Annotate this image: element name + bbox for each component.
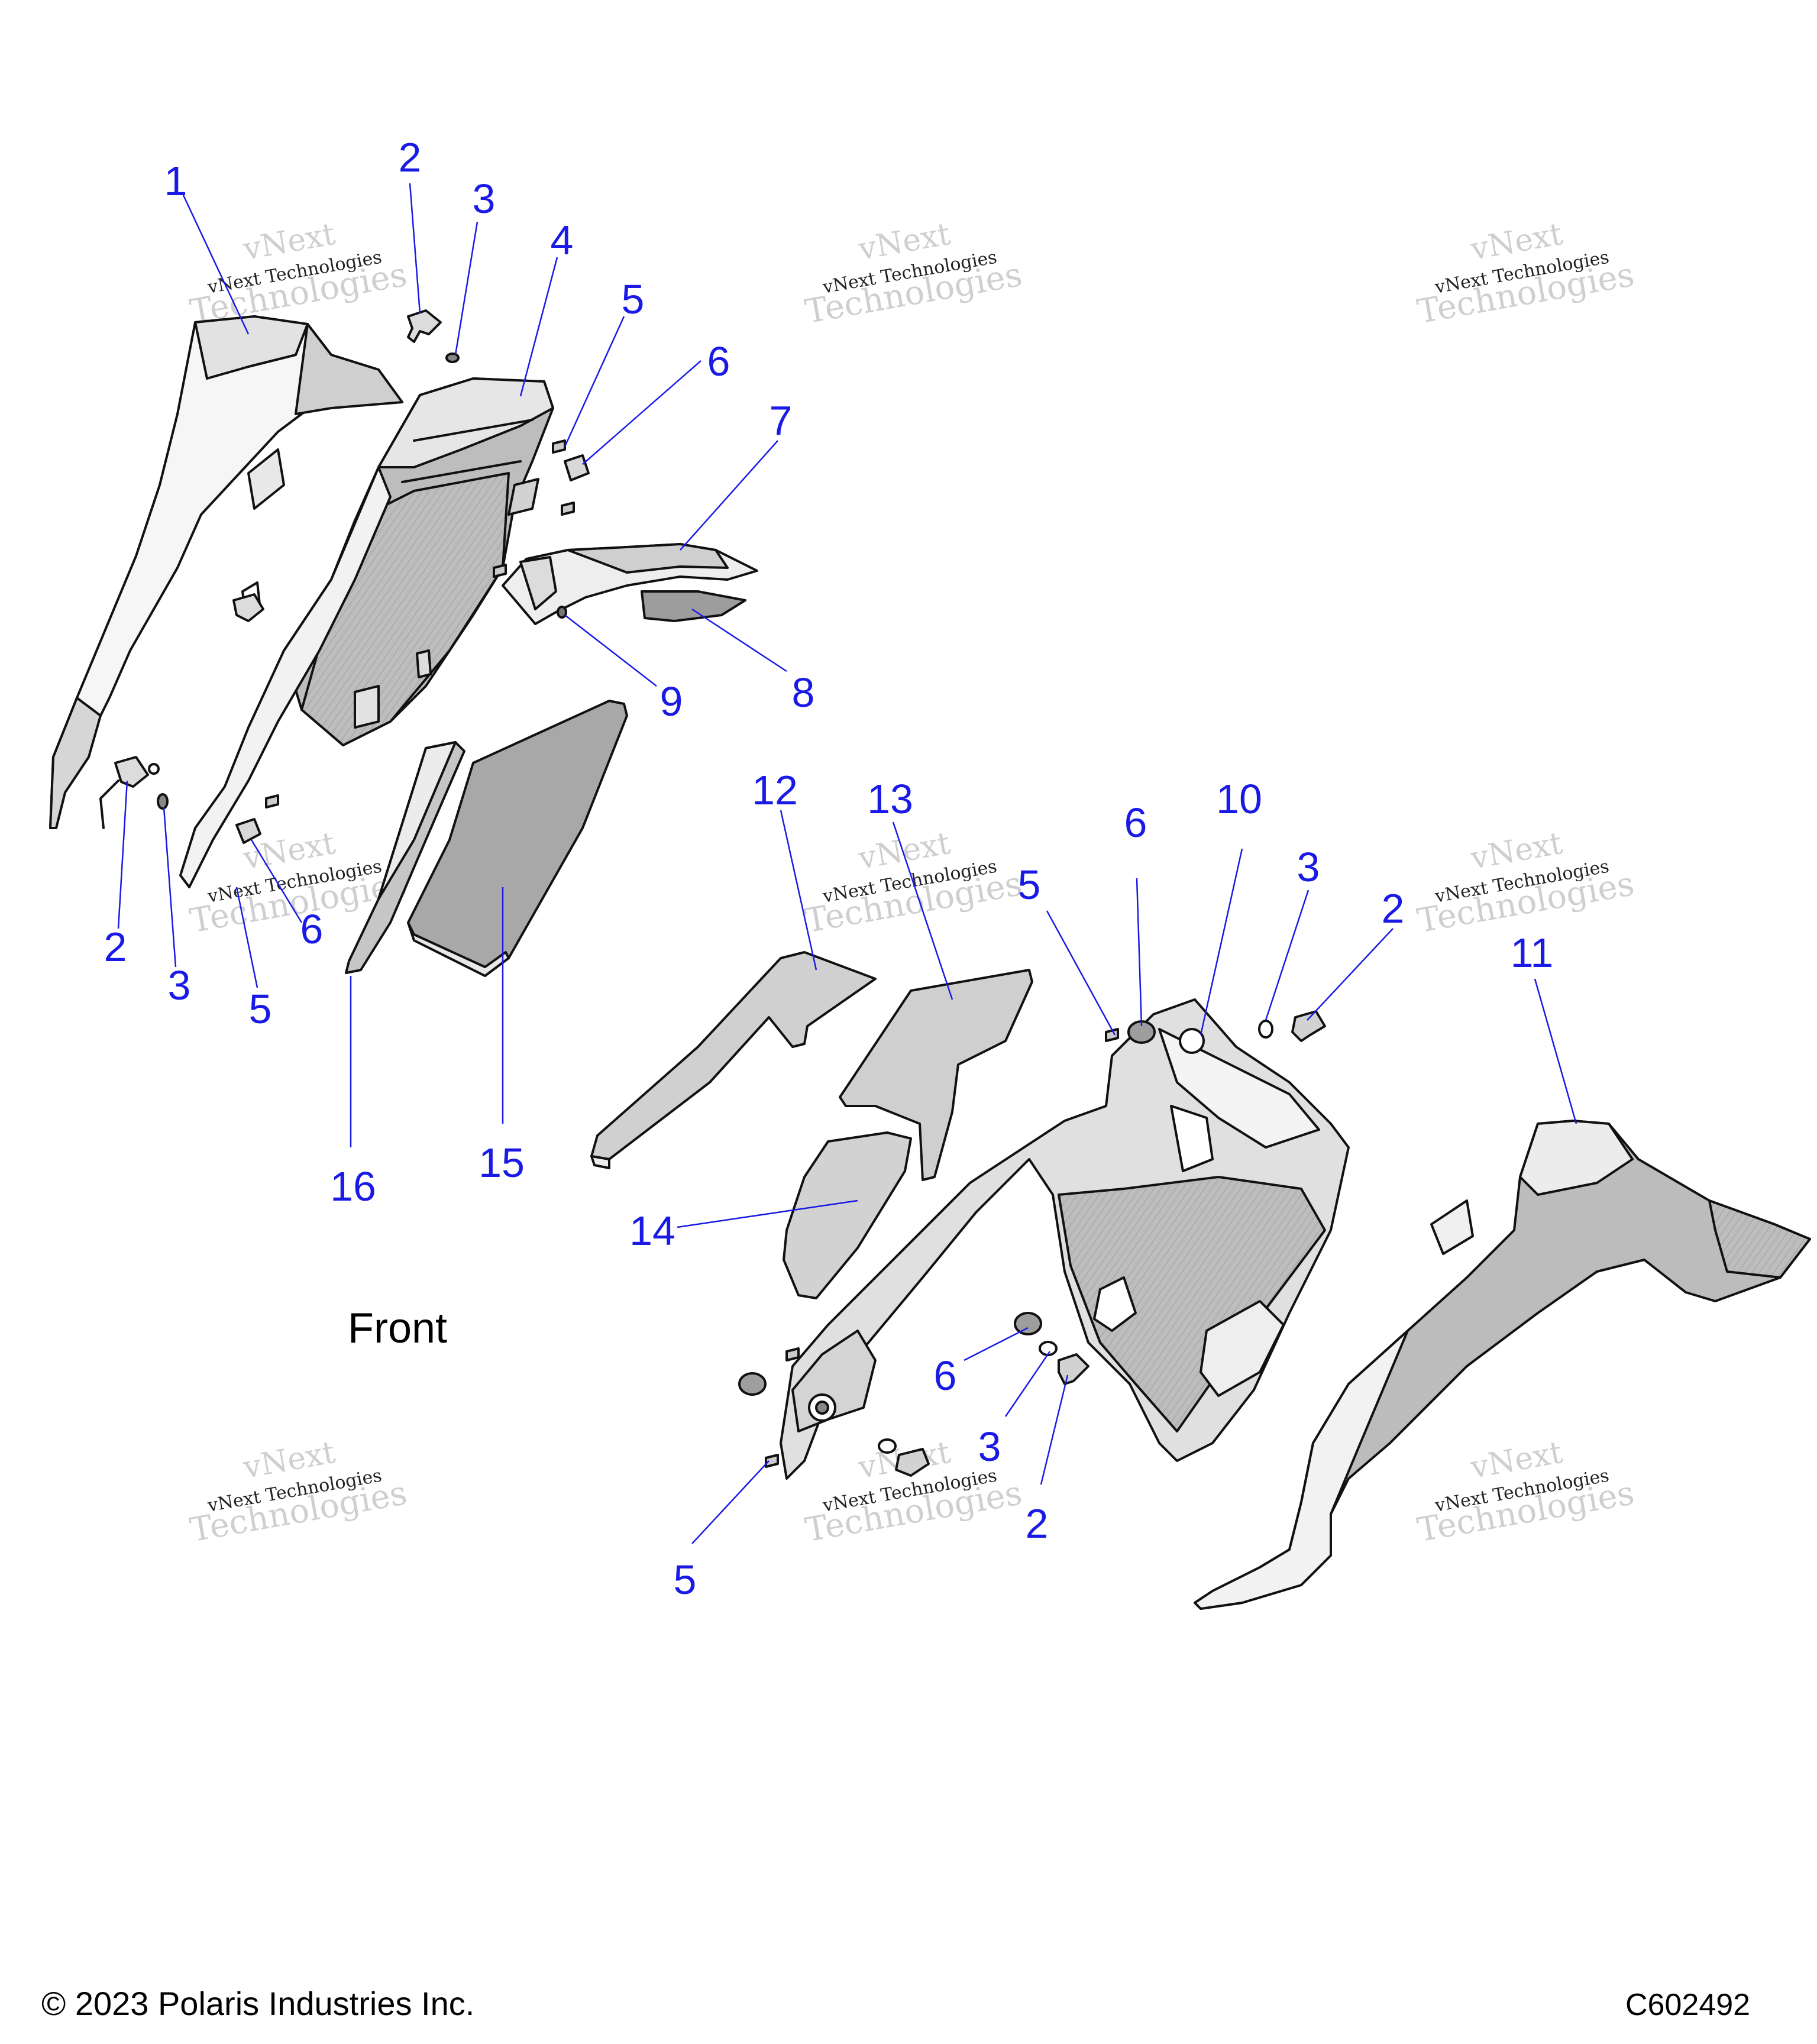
part-10-center-panel (780, 998, 1350, 1480)
part-16-strip (345, 741, 465, 974)
part-6-grommet-lower (235, 794, 279, 844)
copyright-text: © 2023 Polaris Industries Inc. (41, 1985, 475, 2022)
part-2-fastener-right (895, 1010, 1326, 1477)
part-4-inner-panel (179, 377, 554, 888)
callout: 16 (330, 1163, 376, 1209)
part-2-fastener-top (407, 309, 442, 343)
callout: 3 (473, 176, 496, 222)
part-14-pad (783, 1131, 912, 1299)
fastener-mid-left (232, 593, 432, 678)
callout: 6 (707, 338, 730, 384)
callout: 15 (479, 1140, 525, 1186)
part-2-fastener-lower (114, 756, 160, 788)
callout: 11 (1511, 930, 1554, 976)
part-11-side-panel (1194, 1120, 1811, 1610)
callout: 4 (551, 217, 574, 263)
part-3-washer-lower (157, 793, 169, 810)
callout: 5 (674, 1557, 697, 1603)
callout: 9 (660, 678, 683, 725)
part-13-pad (839, 969, 1033, 1181)
leader-lines (117, 183, 1577, 1544)
part-1-side-panel (49, 315, 403, 829)
callout: 2 (1026, 1500, 1049, 1547)
callout: 6 (934, 1353, 957, 1399)
part-12-pad (590, 951, 877, 1169)
callout: 2 (399, 134, 422, 180)
callout: 2 (104, 924, 127, 970)
callout: 5 (249, 986, 272, 1032)
part-5-screw-top (493, 439, 575, 578)
part-7-bracket (502, 543, 758, 625)
part-3-washer-right (878, 1020, 1273, 1454)
callout: 2 (1382, 885, 1405, 932)
callout: 13 (867, 776, 913, 822)
callout: 5 (622, 276, 645, 322)
callout: 6 (1124, 800, 1147, 846)
callout: 3 (1297, 844, 1320, 890)
callout: 12 (752, 767, 798, 813)
front-label: Front (348, 1305, 448, 1352)
part-9-pin (557, 606, 567, 619)
callout: 8 (792, 670, 815, 716)
part-6-grommet-top (564, 454, 590, 481)
callout: 10 (1216, 776, 1262, 822)
part-3-washer-top (445, 352, 460, 363)
callout: 1 (164, 158, 187, 204)
part-15-pad (407, 700, 628, 977)
callout: 14 (629, 1208, 675, 1254)
callout: 5 (1018, 862, 1041, 908)
reference-code: C602492 (1625, 1988, 1751, 2022)
callout: 6 (300, 906, 324, 952)
callout: 3 (168, 962, 191, 1008)
callout: 3 (978, 1424, 1001, 1470)
part-8-strip (641, 590, 746, 622)
callout: 7 (770, 397, 793, 444)
callout-numbers: 1 2 3 4 5 6 7 8 9 2 3 5 6 16 15 12 13 14… (104, 134, 1554, 1603)
